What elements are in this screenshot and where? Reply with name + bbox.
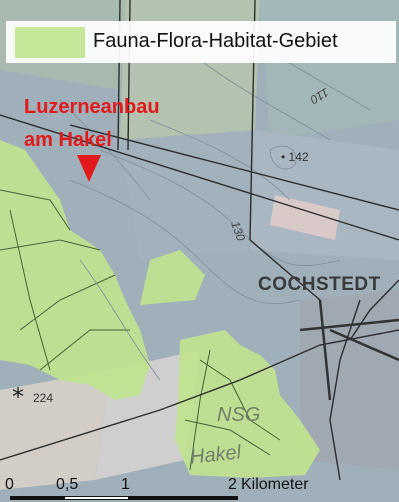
elevation-value: 142 [288, 150, 309, 164]
scale-segment [10, 496, 65, 500]
field-patch [0, 370, 110, 490]
elevation-point-224: 224 [33, 391, 54, 405]
habitat-legend-label: Fauna-Flora-Habitat-Gebiet [93, 30, 338, 52]
scale-tick-2: 2 [228, 476, 237, 493]
map-legend: Fauna-Flora-Habitat-Gebiet [6, 21, 396, 63]
reserve-label: NSG [217, 404, 261, 426]
site-label-line1: Luzerneanbau [24, 96, 160, 118]
field-patch [250, 130, 399, 260]
scale-bar [10, 492, 238, 502]
habitat-area-west [0, 140, 150, 400]
scale-segment [128, 496, 238, 500]
asterisk-symbol: * [12, 383, 24, 411]
scale-tick-05: 0,5 [56, 476, 79, 493]
contour-lines [59, 29, 371, 381]
scale-tick-1: 1 [121, 476, 130, 493]
elevation-point-142: • 142 [281, 150, 309, 164]
field-patch [270, 195, 340, 240]
scale-segment [65, 496, 128, 500]
forest-paths [0, 189, 281, 471]
site-label-line2: am Hakel [24, 129, 112, 151]
site-marker[interactable] [77, 155, 101, 182]
town-roads [299, 299, 399, 401]
scale-unit: Kilometer [241, 476, 309, 493]
scale-tick-0: 0 [5, 476, 14, 493]
habitat-legend-swatch [15, 27, 85, 58]
town-label: COCHSTEDT [258, 274, 381, 295]
habitat-area-small [140, 250, 205, 305]
